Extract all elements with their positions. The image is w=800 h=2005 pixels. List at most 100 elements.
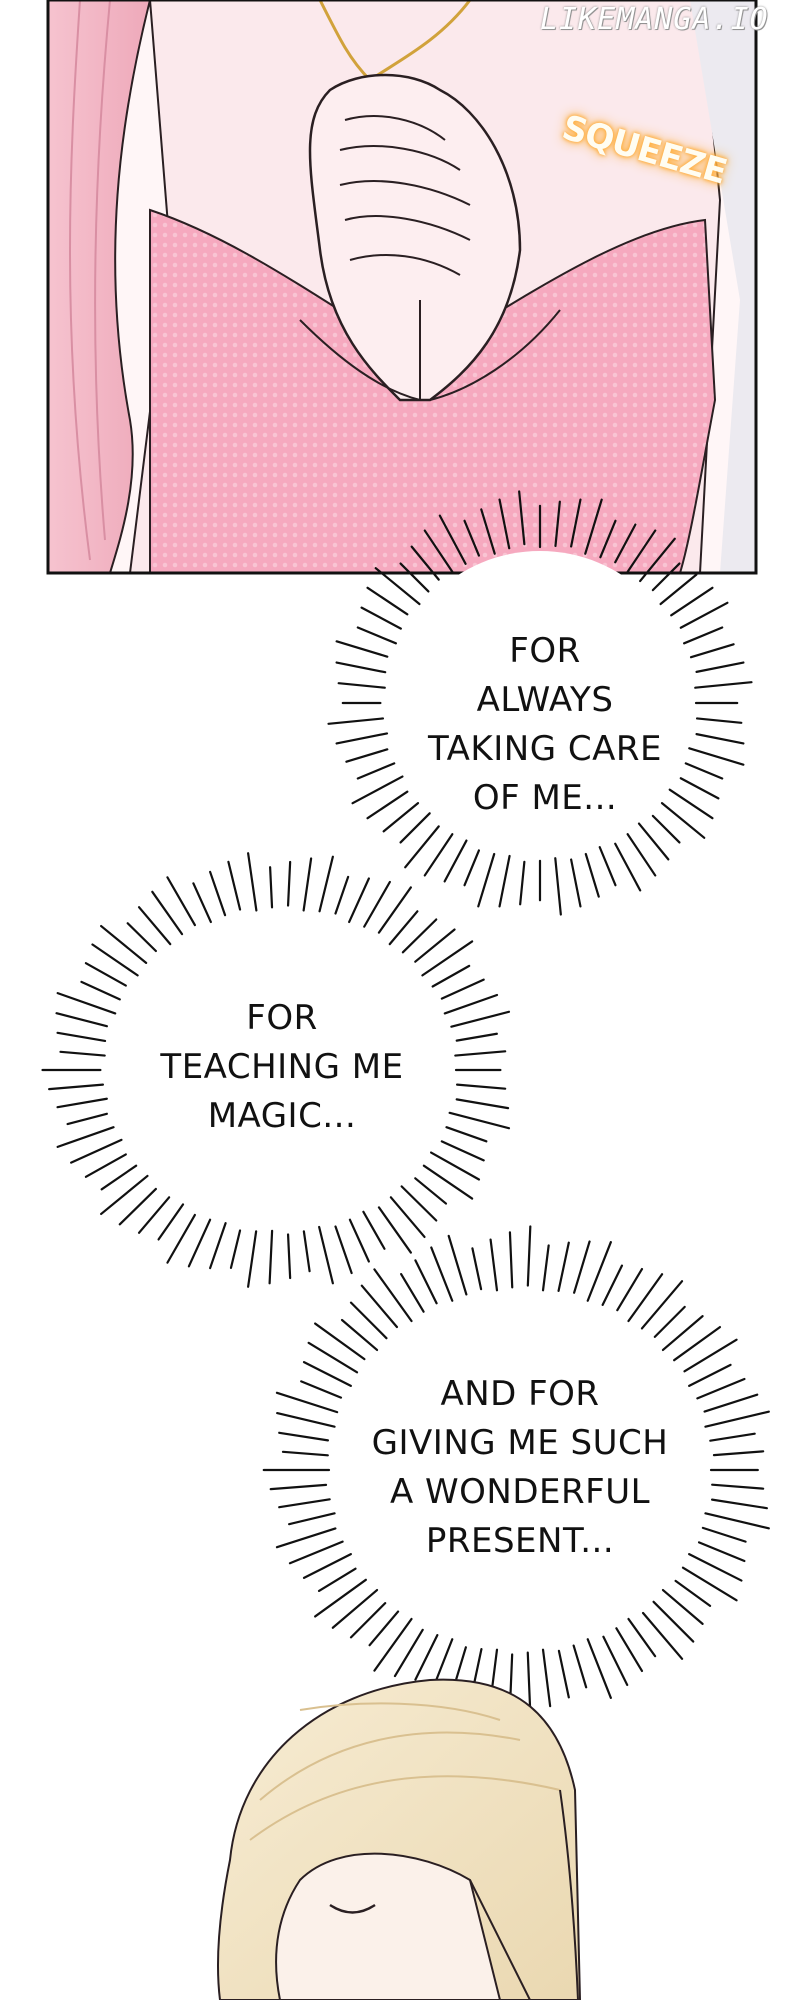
bubble-3-line: PRESENT... (425, 1521, 615, 1561)
focus-line (615, 1627, 644, 1673)
focus-line (275, 1527, 337, 1549)
focus-line (651, 814, 681, 844)
focus-line (269, 1483, 328, 1491)
focus-line (137, 1196, 171, 1234)
focus-line (166, 876, 196, 927)
focus-line (281, 1450, 329, 1457)
focus-line (373, 1617, 413, 1672)
focus-line (518, 490, 526, 546)
focus-line (450, 1010, 511, 1028)
focus-line (314, 1578, 367, 1618)
focus-line (360, 1284, 399, 1329)
focus-line (366, 586, 409, 616)
focus-line (382, 802, 420, 833)
focus-line (423, 529, 455, 575)
burst-bubble-1 (327, 490, 753, 916)
focus-line (157, 1203, 185, 1241)
focus-line (625, 529, 657, 575)
focus-line (429, 1151, 481, 1181)
focus-line (637, 822, 670, 861)
focus-line (84, 1153, 127, 1178)
focus-line (480, 508, 496, 555)
focus-line (639, 537, 676, 583)
focus-line (704, 1512, 770, 1530)
focus-line (166, 1213, 196, 1264)
focus-line (66, 1112, 108, 1126)
bottom-panel (217, 1678, 582, 2001)
focus-line (340, 1318, 379, 1352)
focus-line (447, 1234, 468, 1296)
focus-line (351, 775, 404, 805)
bubble-fill (388, 551, 692, 855)
focus-line (80, 980, 121, 1001)
focus-line (434, 1638, 454, 1683)
focus-line (302, 1361, 352, 1387)
bubble-2-line: TEACHING ME (160, 1047, 404, 1087)
focus-line (688, 1553, 743, 1582)
focus-line (348, 877, 370, 924)
bubble-2-text: FOR TEACHING ME MAGIC... (122, 994, 442, 1141)
focus-line (695, 661, 745, 673)
focus-line (414, 1259, 438, 1305)
focus-line (100, 1174, 149, 1216)
pink-hair-left (47, 0, 152, 574)
focus-line (356, 626, 397, 645)
focus-line (100, 924, 148, 964)
focus-line (288, 1512, 336, 1526)
focus-line (70, 1138, 123, 1164)
bubble-fill (108, 913, 452, 1227)
focus-line (683, 1338, 738, 1373)
focus-line (414, 1177, 448, 1205)
focus-line (278, 1498, 331, 1509)
focus-line (317, 1567, 357, 1592)
focus-line (247, 852, 258, 912)
focus-line (626, 833, 657, 877)
focus-line (334, 875, 350, 915)
focus-line (288, 1540, 344, 1565)
focus-line (56, 1031, 107, 1043)
focus-line (431, 964, 471, 988)
focus-line (118, 1187, 157, 1226)
focus-line (399, 562, 430, 593)
focus-line (100, 1164, 138, 1191)
focus-line (695, 733, 745, 745)
focus-line (455, 1032, 498, 1042)
focus-line (448, 1111, 511, 1130)
focus-line (366, 790, 409, 820)
focus-line (673, 1325, 722, 1362)
focus-line (679, 777, 720, 800)
bubble-1-line: TAKING CARE (428, 729, 662, 769)
focus-line (247, 1230, 258, 1288)
focus-line (641, 1611, 684, 1660)
focus-line (586, 1638, 612, 1700)
focus-line (712, 1450, 765, 1457)
focus-line (477, 852, 496, 908)
focus-line (683, 626, 724, 645)
focus-line (345, 748, 389, 763)
focus-line (377, 1206, 412, 1254)
focus-line (584, 852, 600, 898)
focus-line (668, 788, 714, 820)
focus-line (209, 870, 227, 917)
focus-line (126, 922, 157, 953)
bubble-1-text: FOR ALWAYS TAKING CARE OF ME... (385, 627, 705, 823)
burst-bubble-3 (262, 1225, 770, 1715)
focus-line (192, 882, 212, 924)
focus-line (393, 1628, 424, 1678)
focus-line (374, 567, 421, 606)
focus-line (410, 545, 440, 581)
focus-line (652, 1600, 695, 1643)
focus-line (55, 1012, 108, 1028)
focus-line (679, 601, 729, 629)
focus-line (400, 1273, 425, 1313)
focus-line (229, 1229, 242, 1270)
focus-line (701, 1526, 747, 1543)
bubble-1-line: OF ME... (472, 778, 618, 818)
bubble-3-text: AND FOR GIVING ME SUCH A WONDERFUL PRESE… (340, 1370, 700, 1566)
focus-line (318, 1225, 334, 1285)
focus-line (661, 1588, 704, 1625)
closed-eye (329, 1903, 376, 1914)
focus-line (401, 918, 438, 954)
clasped-hands (299, 73, 561, 402)
focus-line (661, 1315, 704, 1352)
